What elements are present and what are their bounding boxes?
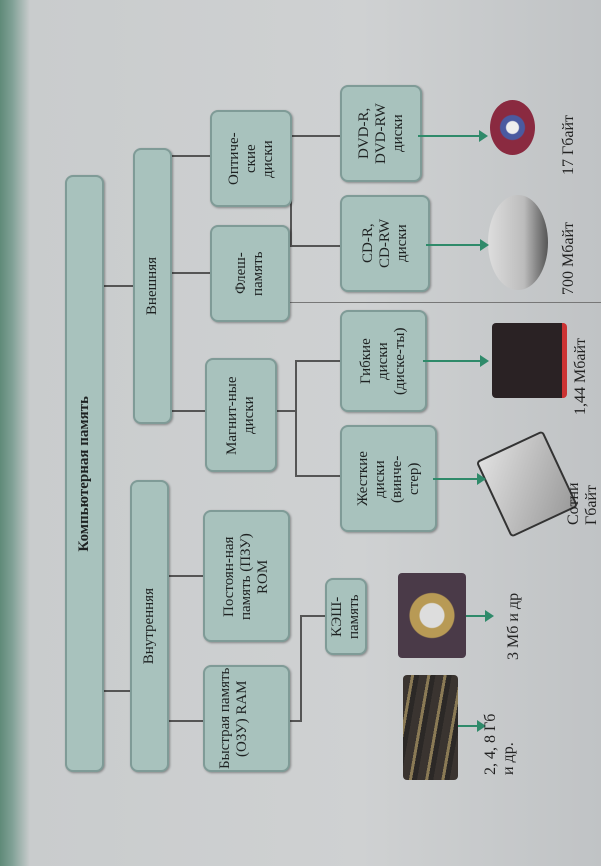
connector (275, 410, 295, 412)
hdd-capacity: Сотни Гбайт (565, 482, 600, 525)
arrow-icon (418, 130, 488, 142)
floppy-disk-image (492, 323, 567, 398)
node-label: КЭШ-память (329, 594, 362, 639)
hard-disk-image (475, 430, 579, 538)
connector (167, 720, 203, 722)
connector (170, 272, 210, 274)
node-label: Оптиче-ские диски (225, 132, 276, 185)
ram-capacity: 2, 4, 8 Гб и др. (482, 713, 517, 775)
connector (290, 135, 340, 137)
node-label: Флеш-память (233, 251, 266, 296)
ram-modules-image (403, 675, 458, 780)
connector (295, 475, 340, 477)
cd-capacity: 700 Мбайт (560, 221, 577, 295)
floppy-capacity: 1,44 Мбайт (572, 337, 589, 415)
dvd-capacity: 17 Гбайт (560, 114, 577, 175)
connector (170, 155, 210, 157)
divider-line (290, 302, 601, 303)
node-rom: Постоян-ная память (ПЗУ) ROM (203, 510, 290, 642)
connector (170, 410, 205, 412)
node-label: Быстрая память (ОЗУ) RAM (216, 667, 250, 770)
node-magnetic-disks: Магнит-ные диски (205, 358, 277, 472)
connector (102, 690, 130, 692)
connector (102, 285, 133, 287)
node-label: Компьютерная память (76, 395, 92, 552)
connector (295, 360, 297, 475)
node-label: Магнит-ные диски (224, 375, 257, 455)
node-cache: КЭШ-память (325, 578, 367, 655)
node-label: Постоян-ная память (ПЗУ) ROM (221, 532, 271, 620)
connector (288, 720, 302, 722)
node-hdd: Жесткие диски (винче-стер) (340, 425, 437, 532)
node-label: CD-R, CD-RW диски (359, 218, 410, 269)
node-dvd: DVD-R, DVD-RW диски (340, 85, 422, 182)
arrow-icon (458, 720, 486, 732)
arrow-icon (433, 473, 486, 485)
connector (300, 615, 325, 617)
arrow-icon (466, 610, 494, 622)
node-cd: CD-R, CD-RW диски (340, 195, 430, 292)
connector (300, 615, 302, 720)
node-optical-disks: Оптиче-ские диски (210, 110, 292, 207)
node-ram: Быстрая память (ОЗУ) RAM (203, 665, 290, 772)
node-floppy: Гибкие диски (диске-ты) (340, 310, 427, 412)
node-label: Гибкие диски (диске-ты) (358, 327, 408, 395)
connector (295, 360, 340, 362)
node-label: DVD-R, DVD-RW диски (355, 103, 406, 164)
cd-stack-image (488, 195, 548, 290)
dvd-image (490, 100, 535, 155)
node-internal: Внутренняя (130, 480, 169, 772)
arrow-icon (426, 239, 489, 251)
node-computer-memory: Компьютерная память (65, 175, 104, 772)
connector (290, 245, 340, 247)
node-label: Внутренняя (141, 587, 157, 665)
node-flash: Флеш-память (210, 225, 290, 322)
node-external: Внешняя (133, 148, 172, 424)
arrow-icon (423, 355, 489, 367)
connector (167, 575, 203, 577)
node-label: Жесткие диски (винче-стер) (354, 451, 422, 506)
node-label: Внешняя (144, 256, 160, 316)
cache-chip-image (398, 573, 466, 658)
cache-capacity: 3 Мб и др (505, 592, 522, 660)
